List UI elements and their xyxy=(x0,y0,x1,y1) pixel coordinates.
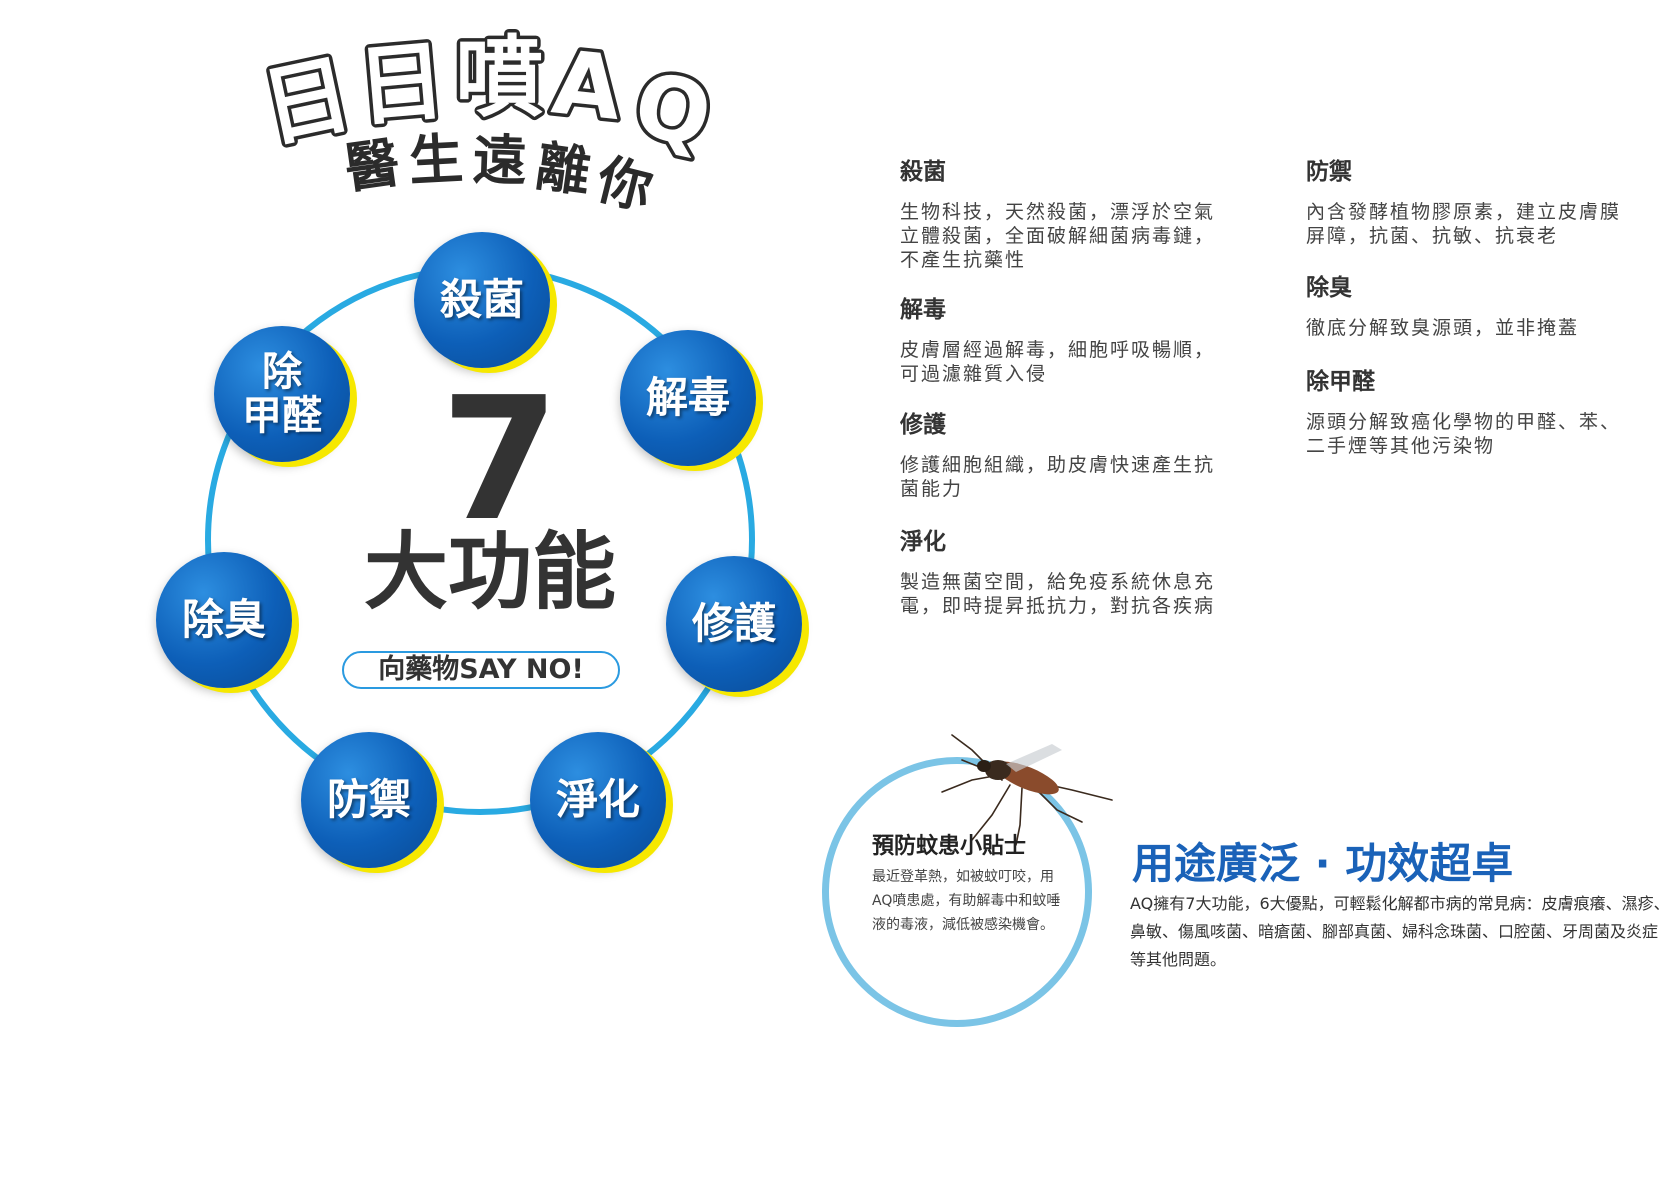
usage-title: 用途廣泛 · 功效超卓 xyxy=(1132,839,1514,888)
headline-char: 醫 xyxy=(341,131,403,201)
node-label-line: 甲醛 xyxy=(242,393,322,439)
feature-deodorize: 除臭 徹底分解致臭源頭，並非掩蓋 xyxy=(1306,268,1636,340)
node-label-line: 除 xyxy=(262,349,302,395)
feature-desc: 內含發酵植物膠原素，建立皮膚膜屏障，抗菌、抗敏、抗衰老 xyxy=(1306,201,1622,247)
headline-char: 離 xyxy=(532,134,594,204)
headline-char: 日 xyxy=(353,29,450,139)
usage-body: AQ擁有7大功能，6大優點，可輕鬆化解都市病的常見病：皮膚痕癢、濕疹、鼻敏、傷風… xyxy=(1130,894,1670,969)
feature-desc: 修護細胞組織，助皮膚快速產生抗菌能力 xyxy=(900,454,1216,500)
tip-title: 預防蚊患小貼士 xyxy=(872,834,1027,859)
node-label: 淨化 xyxy=(555,774,640,824)
feature-title: 解毒 xyxy=(900,297,946,323)
function-title: 大功能 xyxy=(363,523,616,621)
feature-title: 除甲醛 xyxy=(1306,369,1375,395)
feature-desc: 源頭分解致癌化學物的甲醛、苯、二手煙等其他污染物 xyxy=(1306,411,1622,457)
feature-purify: 淨化 製造無菌空間，給免疫系統休息充電，即時提昇抵抗力，對抗各疾病 xyxy=(900,522,1230,618)
mosquito-icon xyxy=(941,734,1113,846)
node-sterilize: 殺菌 xyxy=(414,232,550,368)
node-purify: 淨化 xyxy=(530,732,666,868)
headline-char: 你 xyxy=(590,147,659,221)
headline-char: Q xyxy=(626,52,721,168)
node-label: 殺菌 xyxy=(439,274,524,324)
feature-title: 修護 xyxy=(900,412,946,438)
node-deodorize: 除臭 xyxy=(156,552,292,688)
feature-desc: 徹底分解致臭源頭，並非掩蓋 xyxy=(1306,317,1580,339)
headline-char: 生 xyxy=(407,127,464,193)
tip-circle xyxy=(822,757,1092,1027)
slogan-badge: 向藥物SAY NO! xyxy=(342,651,620,689)
feature-formaldehyde: 除甲醛 源頭分解致癌化學物的甲醛、苯、二手煙等其他污染物 xyxy=(1306,362,1636,458)
feature-desc: 生物科技，天然殺菌，漂浮於空氣立體殺菌，全面破解細菌病毒鏈，不產生抗藥性 xyxy=(900,201,1216,271)
feature-desc: 製造無菌空間，給免疫系統休息充電，即時提昇抵抗力，對抗各疾病 xyxy=(900,571,1216,617)
seven-functions-diagram: 殺菌 解毒 修護 淨化 防禦 除臭 除甲醛 7 大功能 向藥物SAY NO! xyxy=(120,220,840,900)
feature-title: 除臭 xyxy=(1306,275,1352,301)
tip-body: 最近登革熱，如被蚊叮咬，用AQ噴患處，有助解毒中和蚊唾液的毒液，減低被感染機會。 xyxy=(872,869,1061,933)
headline: 日 日 噴 A Q 醫 生 遠 離 你 xyxy=(0,0,800,240)
node-repair: 修護 xyxy=(666,556,802,692)
headline-char: 遠 xyxy=(472,128,528,193)
node-formaldehyde: 除甲醛 xyxy=(214,326,350,462)
node-label: 除臭 xyxy=(181,594,266,644)
headline-char: A xyxy=(548,30,627,140)
node-label: 除甲醛 xyxy=(242,350,322,438)
feature-detox: 解毒 皮膚層經過解毒，細胞呼吸暢順，可過濾雜質入侵 xyxy=(900,290,1230,386)
node-label: 防禦 xyxy=(326,774,411,824)
feature-title: 淨化 xyxy=(900,529,946,555)
node-defend: 防禦 xyxy=(301,732,437,868)
feature-repair: 修護 修護細胞組織，助皮膚快速產生抗菌能力 xyxy=(900,405,1230,501)
function-count: 7 xyxy=(440,361,560,559)
feature-desc: 皮膚層經過解毒，細胞呼吸暢順，可過濾雜質入侵 xyxy=(900,339,1216,385)
node-label: 修護 xyxy=(691,598,776,648)
feature-title: 殺菌 xyxy=(900,159,946,185)
feature-sterilize: 殺菌 生物科技，天然殺菌，漂浮於空氣立體殺菌，全面破解細菌病毒鏈，不產生抗藥性 xyxy=(900,152,1230,272)
headline-char: 噴 xyxy=(455,26,543,129)
feature-title: 防禦 xyxy=(1306,159,1352,185)
node-label: 解毒 xyxy=(645,372,730,422)
node-detox: 解毒 xyxy=(620,330,756,466)
feature-defend: 防禦 內含發酵植物膠原素，建立皮膚膜屏障，抗菌、抗敏、抗衰老 xyxy=(1306,152,1636,248)
